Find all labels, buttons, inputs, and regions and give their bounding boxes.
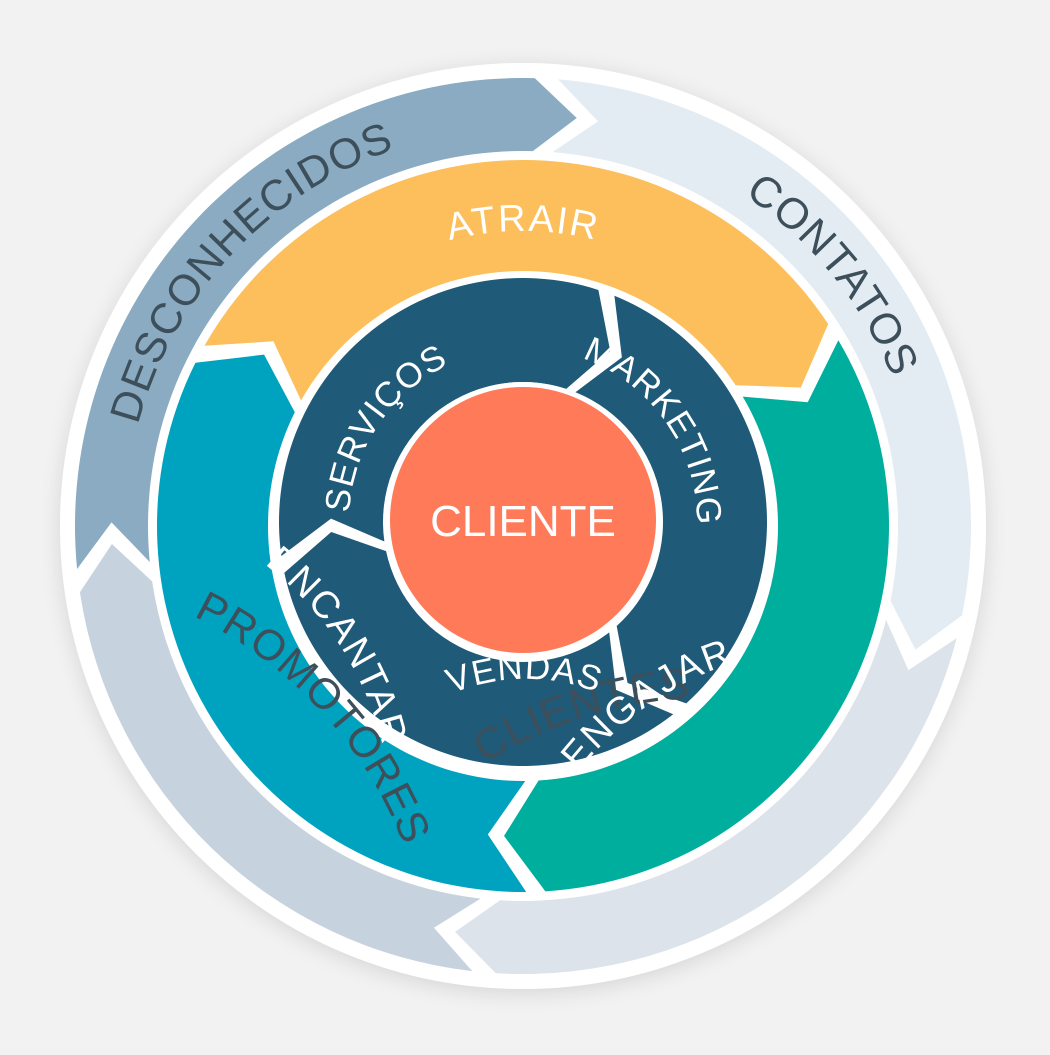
outer-segment-contatos xyxy=(552,79,972,650)
middle-segment-atrair xyxy=(204,160,829,401)
middle-segment-encantar xyxy=(156,354,527,893)
center-circle xyxy=(390,387,656,653)
middle-segment-engajar xyxy=(504,340,890,892)
outer-segment-promotores xyxy=(79,543,481,972)
center-label: CLIENTE xyxy=(430,497,616,546)
middle-ring xyxy=(156,160,890,893)
outer-segment-desconhecidos xyxy=(74,77,577,569)
inner-segment-servicos xyxy=(278,277,611,556)
outer-ring xyxy=(74,77,972,974)
inner-segment-marketing xyxy=(575,295,768,704)
outer-segment-clientes xyxy=(455,619,957,974)
inner-segment-vendas xyxy=(284,532,674,766)
